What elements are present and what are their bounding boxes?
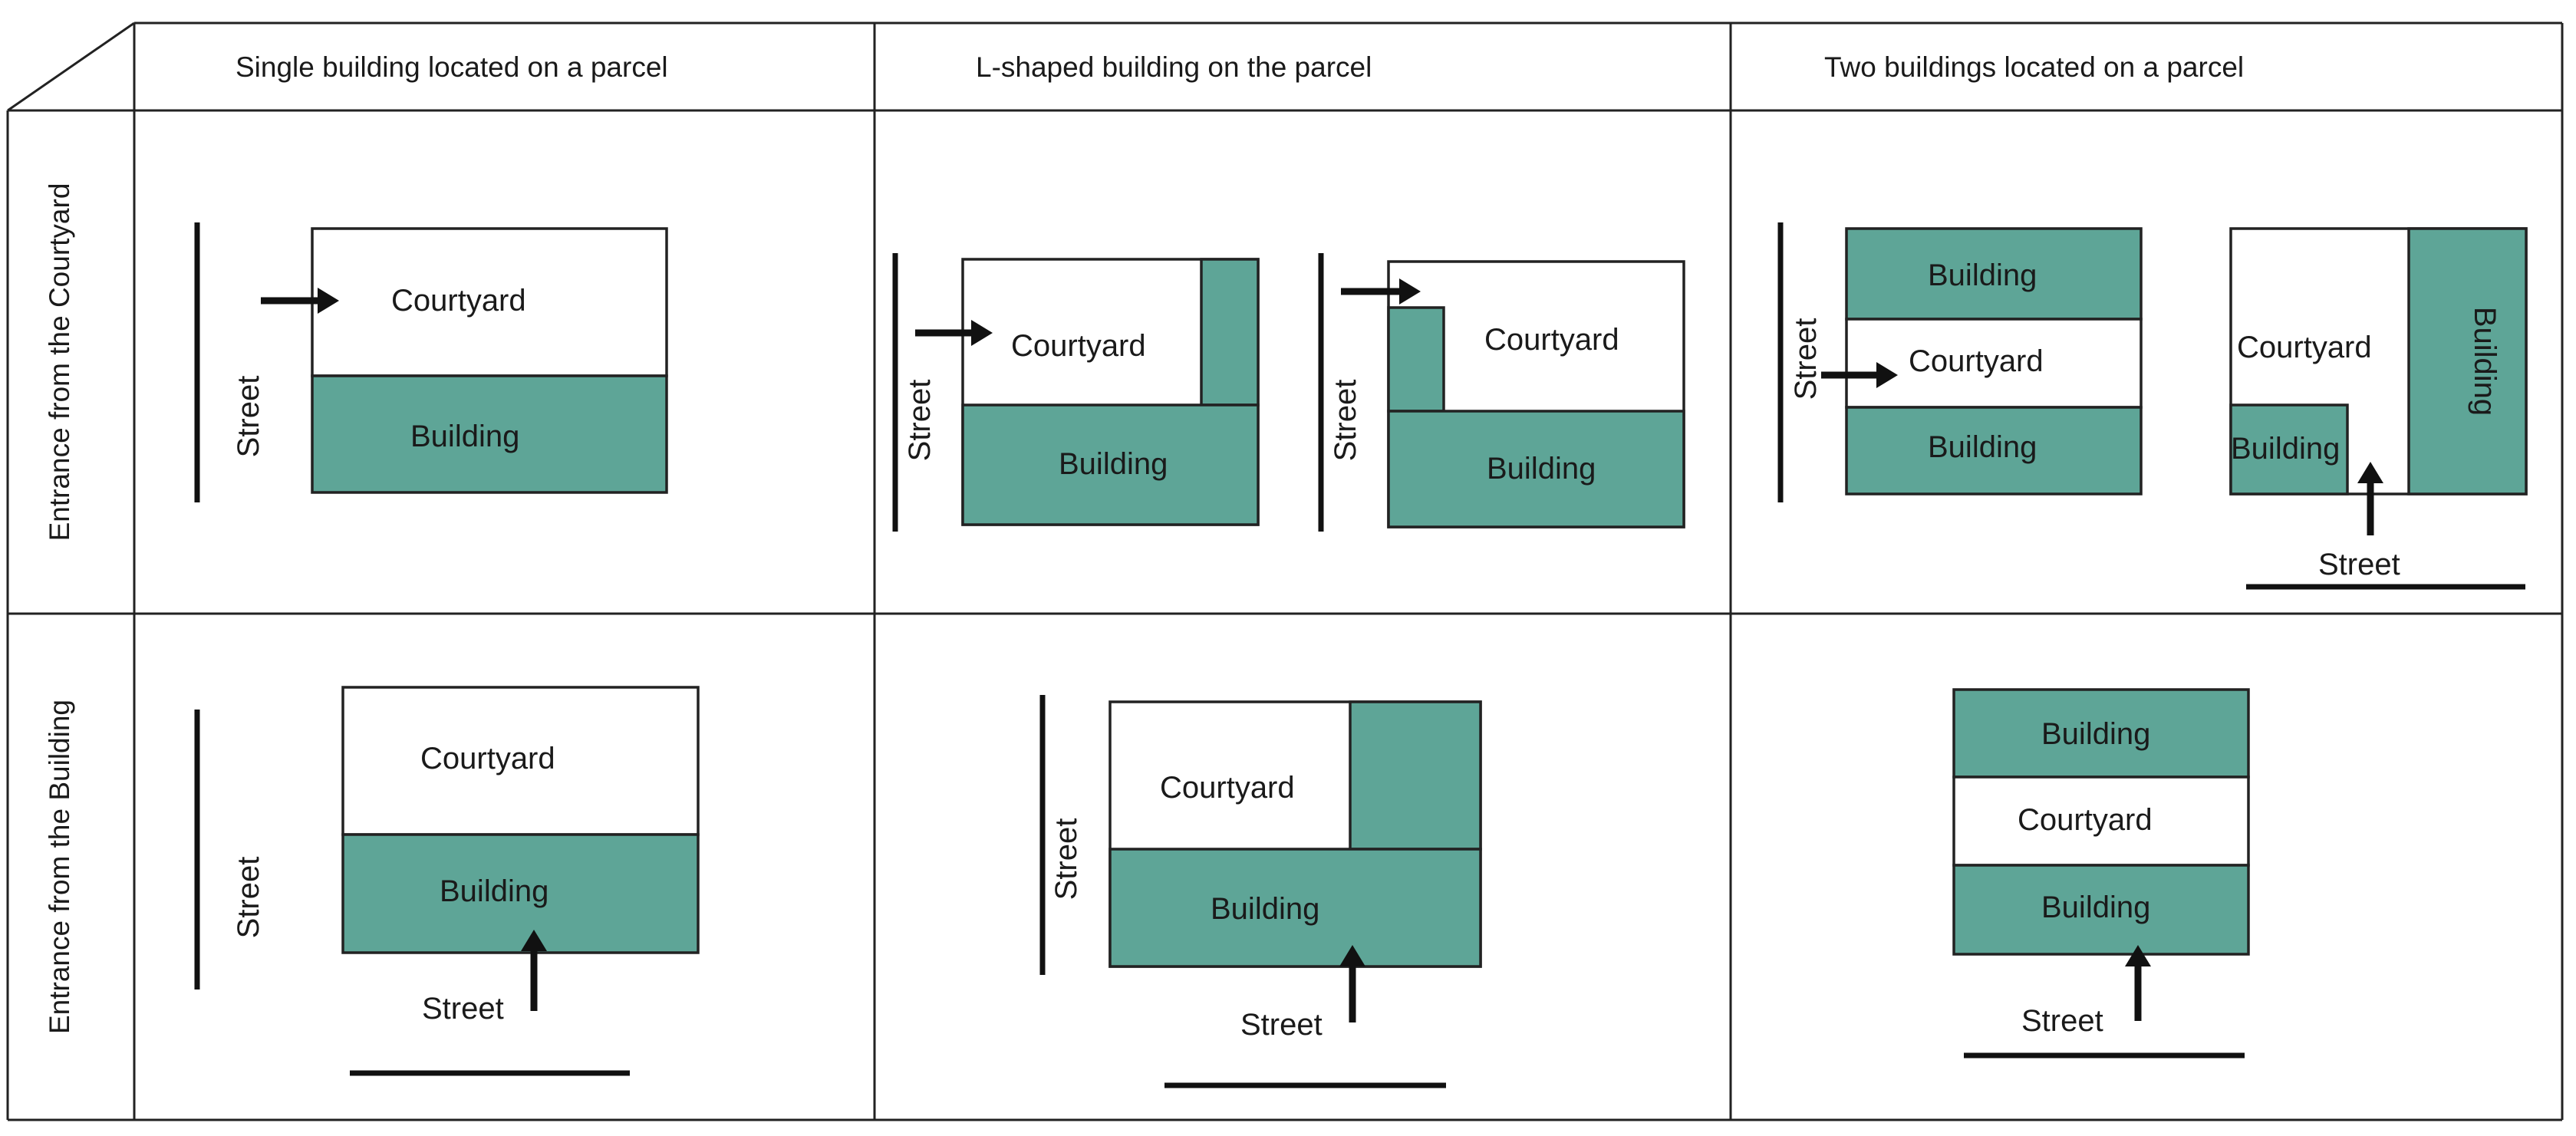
diagram-l-shaped-building-entrance: Street Courtyard Building Street bbox=[1039, 695, 1482, 1088]
building-wing bbox=[1349, 700, 1482, 851]
column-header-l-shaped-building: L-shaped building on the parcel bbox=[976, 51, 1372, 83]
table-grid bbox=[6, 21, 2564, 1121]
entrance-arrow-head bbox=[1876, 362, 1898, 388]
building-block bbox=[961, 403, 1260, 526]
building-label-top: Building bbox=[1928, 258, 2037, 292]
street-label: Street bbox=[2318, 548, 2400, 581]
courtyard-label: Courtyard bbox=[1011, 329, 1146, 363]
diagram-l-shaped-a-courtyard-entrance: Street Courtyard Building bbox=[892, 253, 1260, 532]
building-block bbox=[1108, 848, 1482, 968]
courtyard-label: Courtyard bbox=[2018, 803, 2153, 837]
courtyard-label: Courtyard bbox=[1160, 771, 1295, 805]
entrance-arrow-head bbox=[1339, 945, 1365, 966]
building-label-top: Building bbox=[2041, 717, 2150, 751]
building-wing bbox=[1200, 258, 1260, 407]
building-label-bottom: Building bbox=[1928, 430, 2037, 464]
street-label: Street bbox=[1789, 318, 1823, 400]
diagram-two-buildings-b-courtyard-entrance: Courtyard Building Building Street bbox=[2229, 227, 2528, 590]
courtyard-label: Courtyard bbox=[1909, 344, 2044, 378]
building-block-bottom bbox=[1845, 406, 2143, 496]
column-header-two-buildings: Two buildings located on a parcel bbox=[1824, 51, 2244, 83]
street-label: Street bbox=[903, 380, 937, 462]
building-block-bottom bbox=[1952, 864, 2250, 956]
building-block bbox=[1387, 410, 1685, 528]
diagram-single-building-building-entrance: Street Courtyard Building Street bbox=[194, 686, 700, 1076]
building-label: Building bbox=[410, 420, 519, 453]
building-label-vertical: Building bbox=[2468, 307, 2502, 416]
diagram-single-building-courtyard-entrance: Street Courtyard Building bbox=[194, 222, 668, 502]
row-header-entrance-building: Entrance from the Building bbox=[44, 700, 75, 1034]
entrance-arrow-head bbox=[521, 930, 547, 951]
building-label: Building bbox=[1059, 447, 1168, 481]
building-label: Building bbox=[1211, 892, 1319, 926]
building-block-vertical bbox=[2407, 227, 2528, 496]
courtyard-area bbox=[1845, 318, 2143, 409]
column-header-single-building: Single building located on a parcel bbox=[236, 51, 668, 83]
building-label: Building bbox=[1487, 452, 1596, 486]
courtyard-label: Courtyard bbox=[2237, 331, 2372, 364]
entrance-arrow-head bbox=[2125, 945, 2151, 966]
street-label-bottom: Street bbox=[422, 992, 504, 1026]
diagram-l-shaped-b-courtyard-entrance: Street Courtyard Building bbox=[1318, 253, 1685, 532]
courtyard-label: Courtyard bbox=[1484, 323, 1619, 357]
street-label: Street bbox=[232, 857, 265, 939]
building-label: Building bbox=[440, 874, 548, 908]
entrance-arrow-head bbox=[2357, 462, 2383, 483]
entrance-arrow-head bbox=[971, 320, 993, 346]
building-block-small bbox=[2229, 403, 2349, 496]
building-label-bottom: Building bbox=[2041, 891, 2150, 924]
diagram-two-buildings-building-entrance: Building Courtyard Building Street bbox=[1952, 688, 2250, 1059]
street-label: Street bbox=[1329, 380, 1362, 462]
building-block-top bbox=[1845, 227, 2143, 321]
building-label-small: Building bbox=[2231, 432, 2340, 466]
street-label: Street bbox=[1049, 818, 1083, 901]
building-block bbox=[311, 374, 668, 494]
grid-corner-diagonal bbox=[7, 21, 135, 112]
courtyard-area bbox=[1952, 775, 2250, 867]
row-header-entrance-courtyard: Entrance from the Courtyard bbox=[44, 183, 75, 542]
courtyard-area bbox=[341, 686, 700, 836]
courtyard-label: Courtyard bbox=[420, 742, 555, 775]
entrance-arrow-head bbox=[1399, 278, 1421, 305]
diagram-two-buildings-a-courtyard-entrance: Street Building Courtyard Building bbox=[1777, 222, 2143, 502]
entrance-arrow-head bbox=[318, 288, 339, 314]
building-block bbox=[341, 833, 700, 954]
courtyard-label: Courtyard bbox=[391, 284, 526, 318]
street-label-bottom: Street bbox=[2021, 1004, 2103, 1038]
courtyard-area bbox=[311, 227, 668, 377]
street-label-bottom: Street bbox=[1240, 1008, 1323, 1042]
street-label: Street bbox=[232, 376, 265, 458]
building-wing bbox=[1387, 306, 1445, 413]
